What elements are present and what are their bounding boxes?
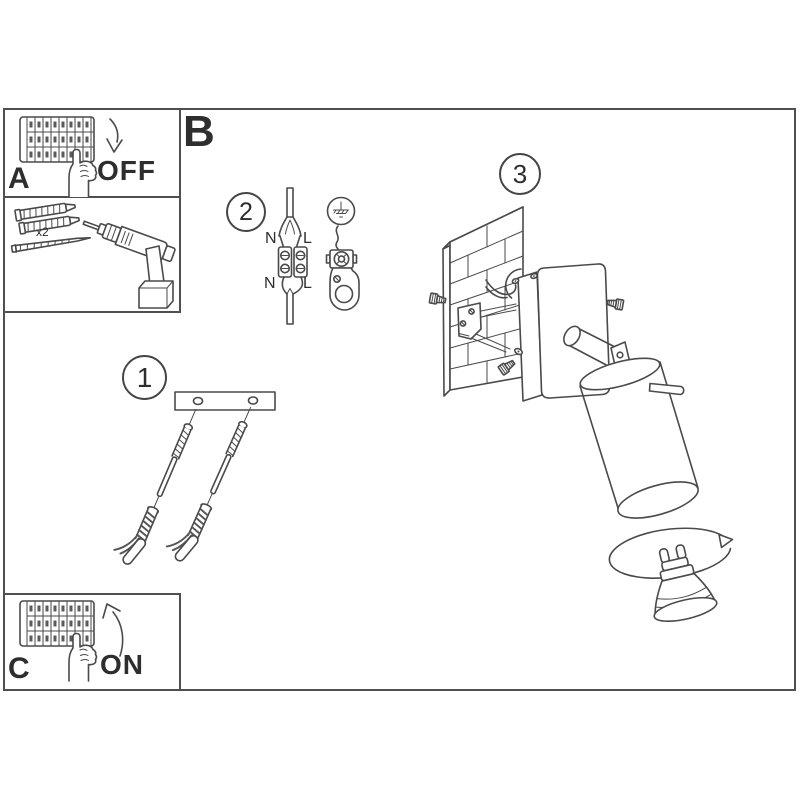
earth-symbol-icon — [326, 196, 356, 226]
bracket-wire — [485, 279, 517, 299]
neutral-label-top: N — [265, 230, 277, 247]
breaker-panel-icon — [18, 599, 98, 683]
canopy — [517, 263, 611, 402]
wall-bracket-plate — [457, 302, 482, 340]
strap-hole — [192, 396, 204, 406]
round-bracket — [504, 268, 522, 299]
earth-wire — [335, 225, 339, 250]
screw-anchor-unit — [162, 398, 259, 567]
live-label-top: L — [303, 230, 312, 247]
gu10-bulb — [653, 544, 718, 623]
power-on-arrow-icon — [102, 603, 124, 657]
step-3-badge: 3 — [499, 153, 541, 195]
box-a — [5, 110, 181, 198]
step-2-badge: 2 — [226, 192, 266, 232]
step-1-badge: 1 — [122, 355, 167, 400]
box-tools — [5, 198, 181, 313]
cable-join-bottom — [281, 276, 304, 325]
on-label: ON — [100, 649, 144, 680]
power-off-arrow-icon — [106, 118, 123, 153]
drill-icon — [82, 220, 176, 309]
step-1-number: 1 — [136, 361, 153, 393]
box-c — [5, 593, 181, 689]
neutral-label-bottom: N — [264, 275, 276, 292]
brick-wall — [442, 206, 524, 397]
canopy-screw-hole — [513, 347, 524, 356]
mains-cable-split — [278, 187, 302, 248]
strap-hole — [247, 396, 259, 405]
box-a-label: A — [8, 162, 30, 195]
spot-shade — [579, 357, 699, 519]
box-c-label: C — [8, 652, 30, 685]
earth-clamp — [325, 249, 360, 311]
shade-handle — [648, 382, 685, 396]
rotation-arrow-icon — [608, 527, 734, 579]
live-label-bottom: L — [303, 275, 312, 292]
bracket-bar — [480, 303, 517, 318]
anchor-quantity-label: x2 — [36, 225, 49, 239]
step-2-number: 2 — [239, 197, 253, 226]
wall-screw-right — [605, 296, 625, 311]
round-bracket-holes — [511, 272, 538, 285]
box-b-label: B — [183, 107, 215, 156]
step-3-number: 3 — [512, 158, 528, 189]
breaker-panel-icon — [18, 115, 98, 199]
off-label: OFF — [97, 155, 156, 186]
mounting-strap — [174, 391, 276, 411]
terminal-block — [277, 246, 308, 278]
screw-icon — [10, 237, 92, 253]
bracket-rod — [470, 333, 511, 353]
